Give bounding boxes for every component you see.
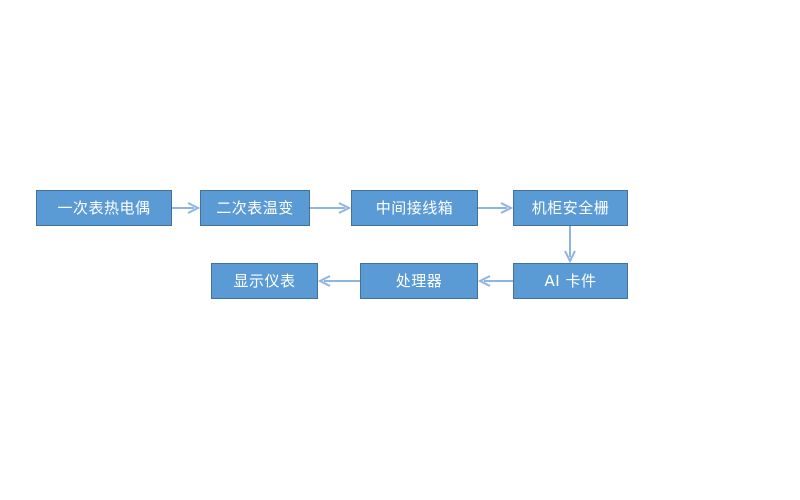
node-junction-box-label: 中间接线箱 xyxy=(375,198,454,217)
node-thermocouple-label: 一次表热电偶 xyxy=(57,198,151,217)
node-thermocouple[interactable]: 一次表热电偶 xyxy=(36,190,172,226)
node-secondary-transmitter-label: 二次表温变 xyxy=(216,198,294,217)
node-display-meter[interactable]: 显示仪表 xyxy=(211,263,318,299)
connector-junction-box-to-safety-barrier xyxy=(478,200,514,216)
node-display-meter-label: 显示仪表 xyxy=(233,271,296,290)
connector-safety-barrier-to-ai-card xyxy=(562,226,578,264)
connector-transmitter-to-junction-box xyxy=(310,200,352,216)
node-ai-card-label: AI 卡件 xyxy=(544,271,597,290)
connector-ai-card-to-processor xyxy=(477,273,513,289)
node-processor[interactable]: 处理器 xyxy=(360,263,478,299)
node-secondary-transmitter[interactable]: 二次表温变 xyxy=(200,190,310,226)
connector-thermocouple-to-transmitter xyxy=(172,200,201,216)
connector-processor-to-display-meter xyxy=(317,273,360,289)
node-cabinet-safety-barrier[interactable]: 机柜安全栅 xyxy=(513,190,628,226)
node-processor-label: 处理器 xyxy=(395,271,443,290)
node-junction-box[interactable]: 中间接线箱 xyxy=(351,190,478,226)
node-cabinet-safety-barrier-label: 机柜安全栅 xyxy=(531,198,610,217)
node-ai-card[interactable]: AI 卡件 xyxy=(513,263,628,299)
